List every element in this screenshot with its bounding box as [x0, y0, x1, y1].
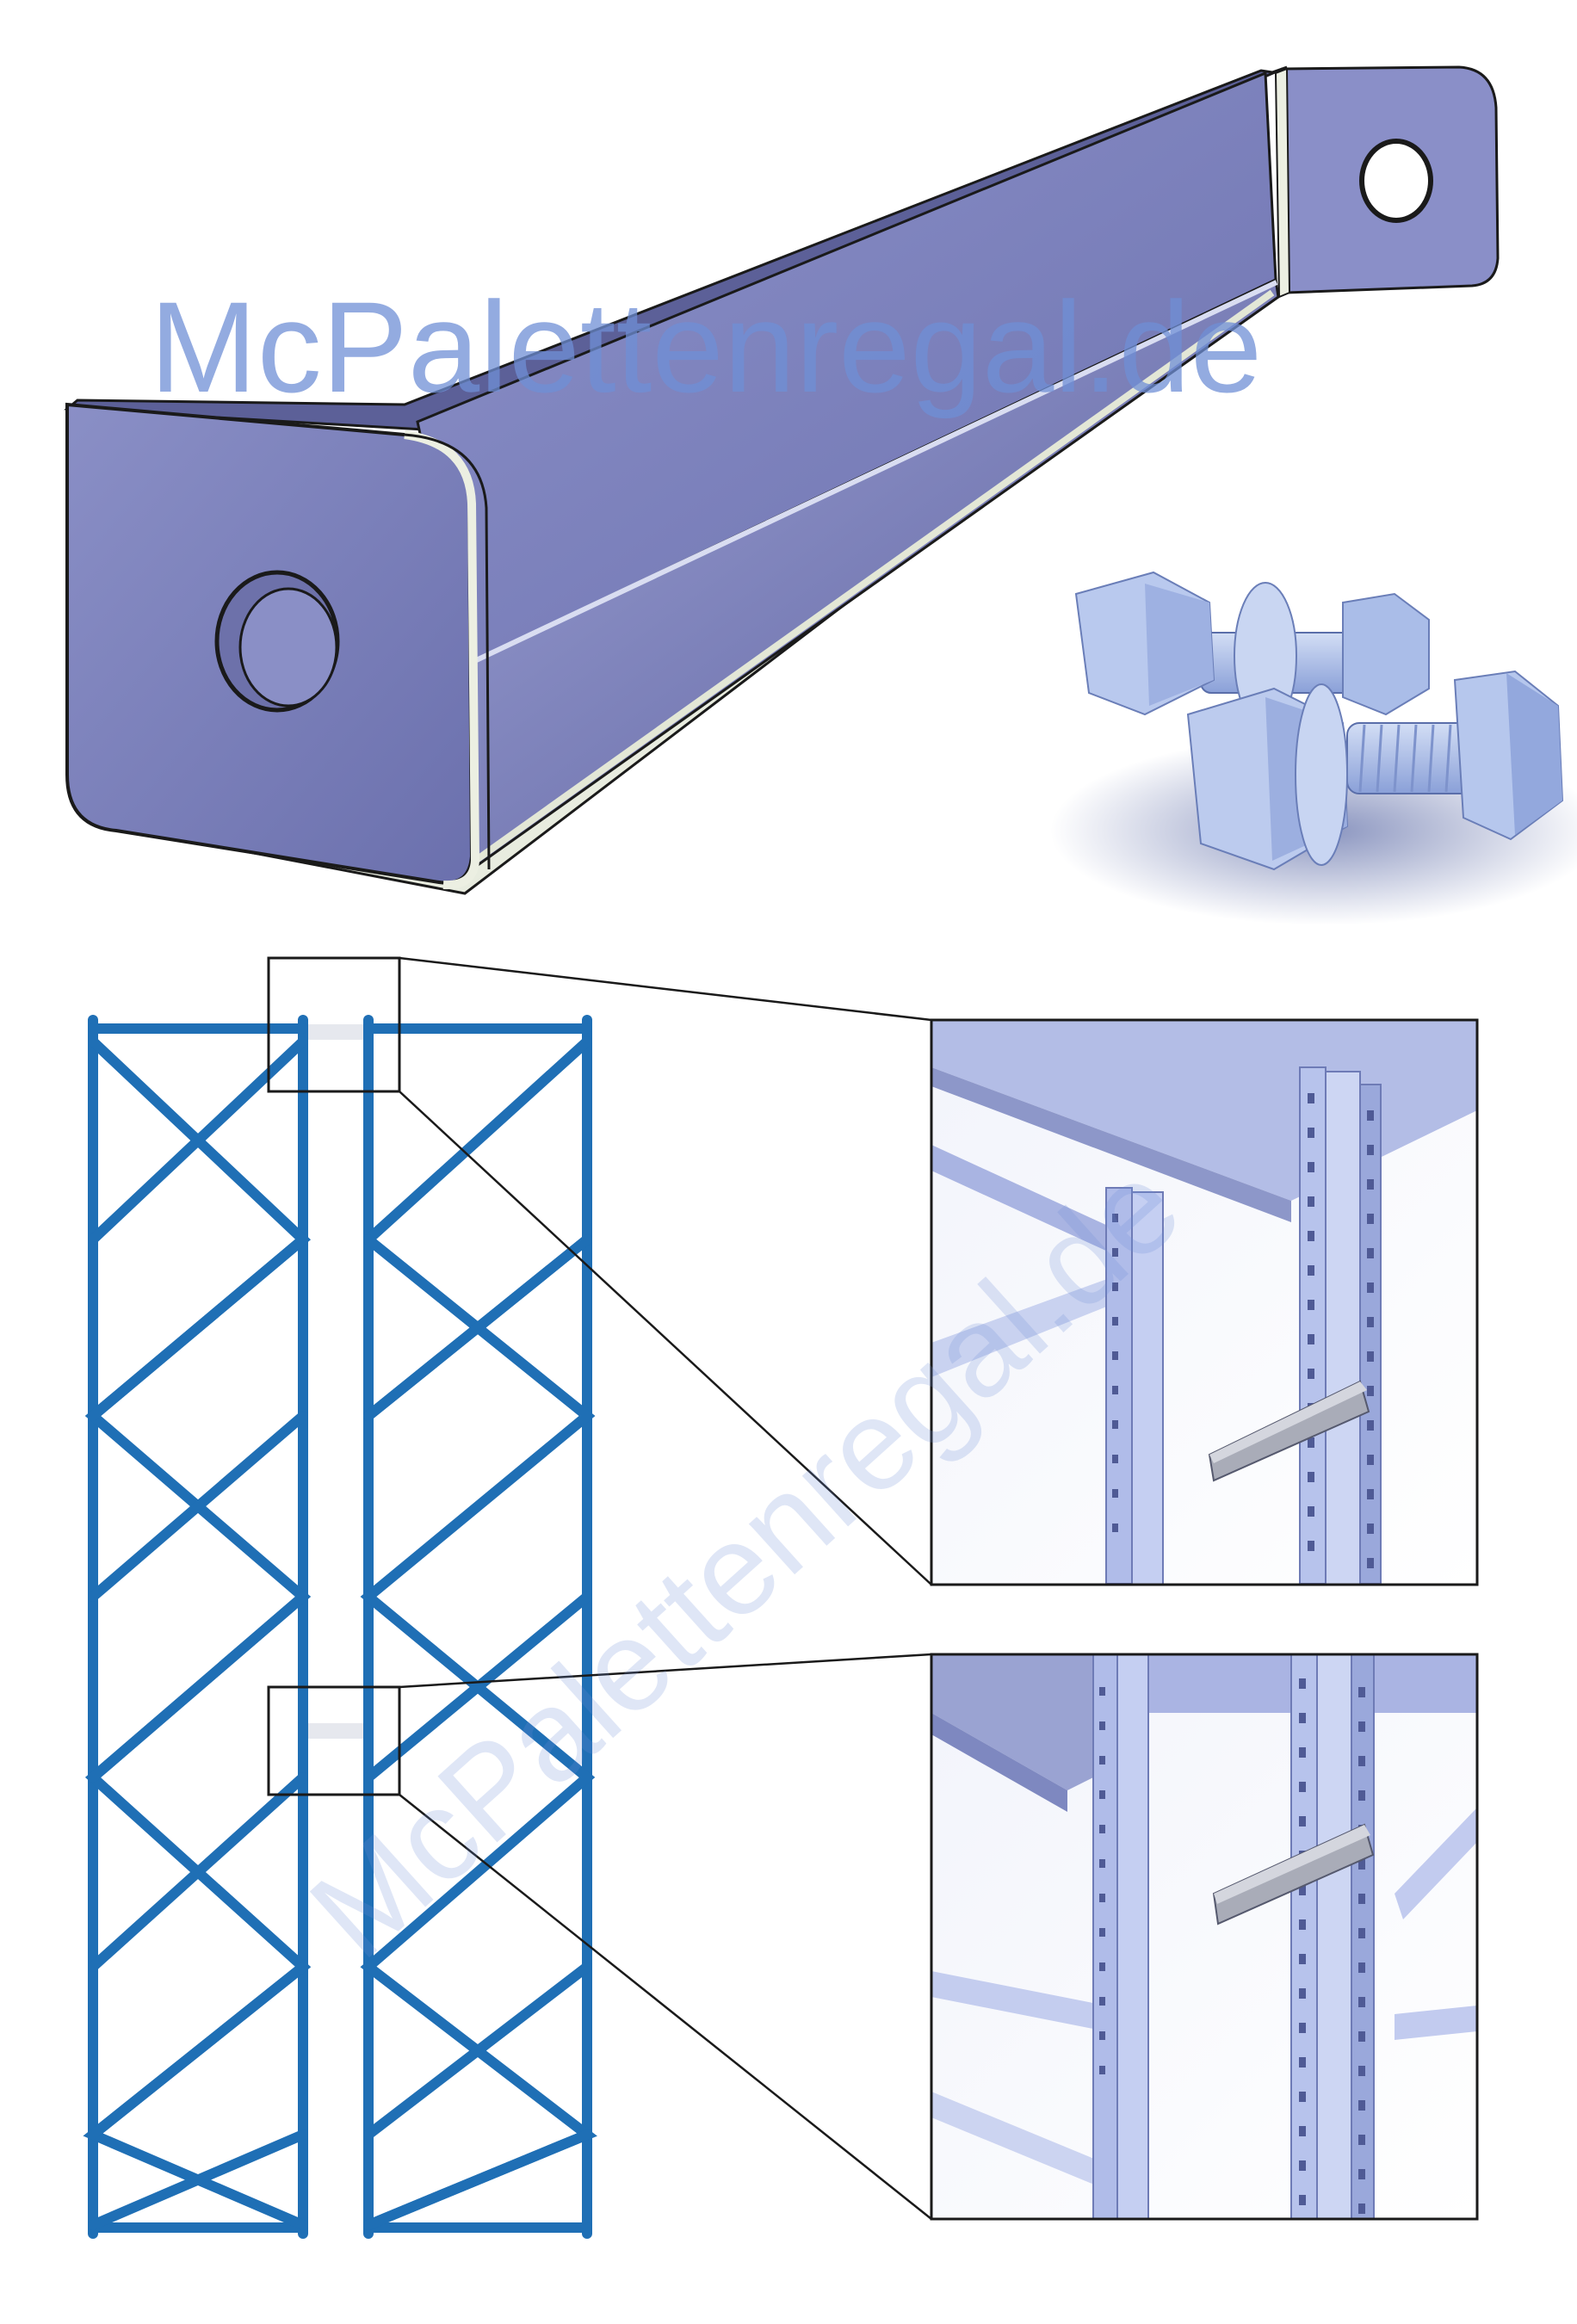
spacer-hint-top — [308, 1024, 363, 1040]
watermark-top: McPalettenregal.de — [150, 275, 1262, 419]
bolt-hole-right — [1359, 139, 1433, 223]
detail-view-top — [930, 1018, 1479, 1586]
bolt-set — [1050, 571, 1577, 925]
callout-box-middle — [267, 1685, 401, 1796]
hex-bolt-front — [1186, 670, 1564, 871]
callout-leader-lines — [399, 956, 932, 2220]
callout-box-top — [267, 956, 401, 1093]
washer — [1295, 683, 1348, 866]
distance-spacer — [64, 65, 1500, 895]
detail-view-middle — [930, 1653, 1479, 2221]
spacer-hint-middle — [308, 1723, 363, 1739]
double-rack-frame — [83, 1015, 597, 2239]
